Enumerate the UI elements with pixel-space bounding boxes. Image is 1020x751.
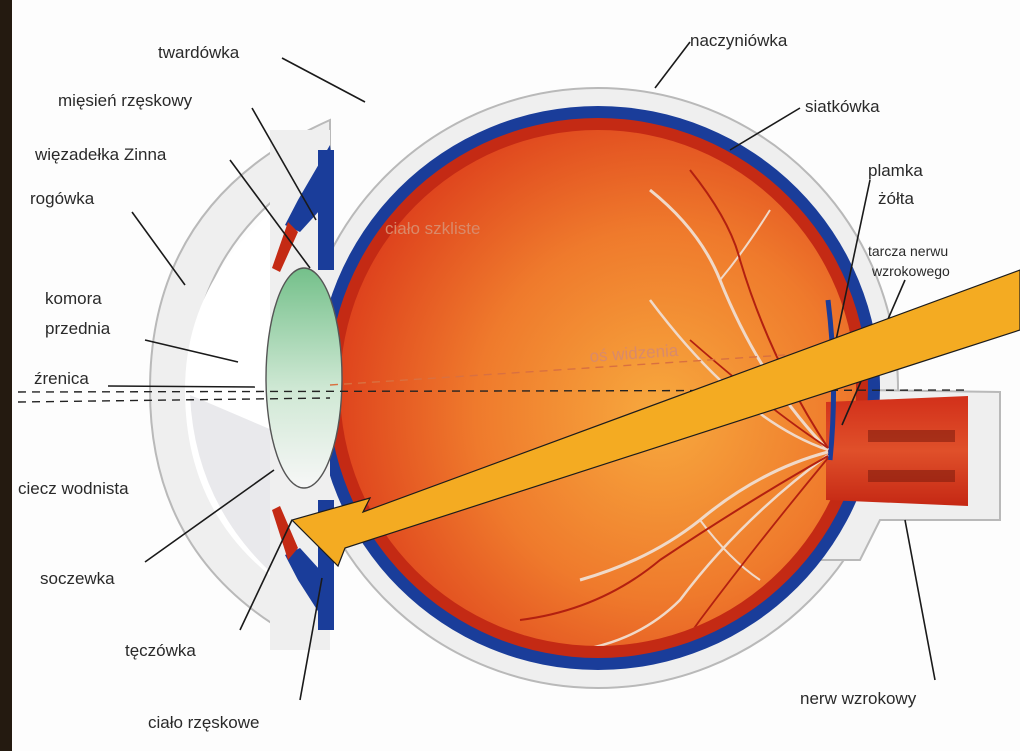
label-tarcza-nerwu: tarcza nerwu xyxy=(868,243,948,259)
label-naczyniowka: naczyniówka xyxy=(690,31,788,50)
label-soczewka: soczewka xyxy=(40,569,115,588)
label-cialo-rzeskowe: ciało rzęskowe xyxy=(148,713,260,732)
label-teczowka: tęczówka xyxy=(125,641,196,660)
lens xyxy=(266,268,342,488)
label-nerw-wzrokowy: nerw wzrokowy xyxy=(800,689,917,708)
choroid-front-top xyxy=(318,150,334,270)
label-ciecz-wodnista: ciecz wodnista xyxy=(18,479,129,498)
label-twardowka: twardówka xyxy=(158,43,240,62)
label-plamka: plamka xyxy=(868,161,923,180)
label-wzrokowego: wzrokowego xyxy=(871,263,950,279)
label-miesien-rzeskowy: mięsień rzęskowy xyxy=(58,91,193,110)
label-siatkowka: siatkówka xyxy=(805,97,880,116)
label-komora: komora xyxy=(45,289,102,308)
label-zrenica: źrenica xyxy=(34,369,89,388)
left-dark-border xyxy=(0,0,12,751)
label-rogowka: rogówka xyxy=(30,189,95,208)
label-wiezadelka-zinna: więzadełka Zinna xyxy=(34,145,167,164)
label-cialo-szkliste: ciało szkliste xyxy=(385,219,480,238)
label-zolta: żółta xyxy=(878,189,914,208)
label-przednia: przednia xyxy=(45,319,111,338)
